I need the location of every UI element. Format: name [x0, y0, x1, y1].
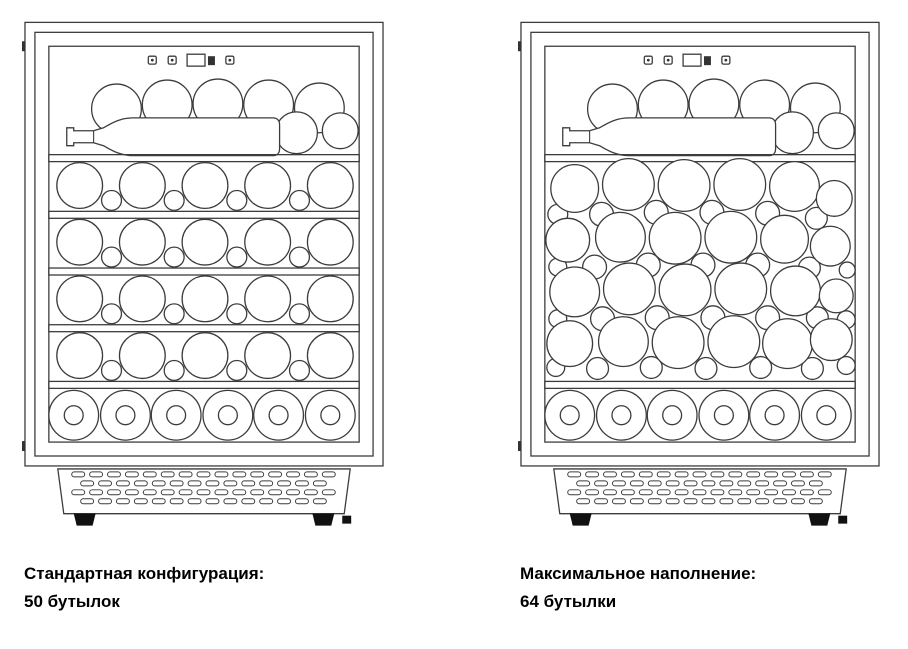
display-block-icon — [703, 56, 711, 66]
shelf-band — [544, 154, 856, 163]
shelf-band — [48, 267, 360, 276]
bottom-row-bottles — [48, 389, 356, 441]
mode-button-icon — [721, 55, 731, 65]
control-panel — [643, 53, 731, 67]
mode-button-icon — [225, 55, 235, 65]
foot-right — [808, 513, 831, 526]
ventilation-grille — [553, 468, 847, 515]
foot-left — [569, 513, 592, 526]
shelf-band — [48, 380, 360, 390]
caption-count: 50 бутылок — [24, 592, 120, 611]
figure-caption-standard: Стандартная конфигурация: 50 бутылок — [24, 560, 386, 616]
shelves — [544, 154, 856, 390]
shelf-band — [48, 154, 360, 163]
display-block-icon — [207, 56, 215, 66]
wine-cooler-diagram-standard — [22, 21, 384, 526]
figures-row: Стандартная конфигурация: 50 бутылок Мак… — [22, 18, 882, 616]
shelf-rows-bottles — [56, 161, 354, 382]
figure-standard: Стандартная конфигурация: 50 бутылок — [22, 18, 386, 616]
hinge-top — [22, 41, 25, 52]
caption-title: Максимальное наполнение: — [520, 564, 757, 583]
cabinet-frame — [518, 21, 880, 467]
figure-caption-maximum: Максимальное наполнение: 64 бутылки — [520, 560, 882, 616]
hinge-bottom — [22, 441, 25, 452]
temperature-display-icon — [682, 53, 702, 67]
figure-maximum: Максимальное наполнение: 64 бутылки — [518, 18, 882, 616]
feet — [73, 513, 352, 526]
light-button-icon — [663, 55, 673, 65]
shelves — [48, 154, 360, 390]
shelf-band — [48, 210, 360, 219]
hinge-bottom — [518, 441, 521, 452]
control-panel — [147, 53, 235, 67]
top-shelf-bottles — [66, 78, 359, 157]
cabinet-frame — [22, 21, 384, 467]
shelf-band — [48, 324, 360, 333]
foot-right — [312, 513, 335, 526]
foot-rear — [342, 515, 352, 524]
feet — [569, 513, 848, 526]
light-button-icon — [167, 55, 177, 65]
wine-cooler-diagram-maximum — [518, 21, 880, 526]
power-button-icon — [643, 55, 653, 65]
foot-rear — [838, 515, 848, 524]
bulk-stacked-bottles — [545, 157, 856, 381]
power-button-icon — [147, 55, 157, 65]
ventilation-grille — [57, 468, 351, 515]
top-shelf-bottles — [562, 78, 855, 157]
temperature-display-icon — [186, 53, 206, 67]
foot-left — [73, 513, 96, 526]
caption-count: 64 бутылки — [520, 592, 617, 611]
bottom-row-bottles — [544, 389, 852, 441]
shelf-band — [544, 380, 856, 390]
hinge-top — [518, 41, 521, 52]
caption-title: Стандартная конфигурация: — [24, 564, 265, 583]
